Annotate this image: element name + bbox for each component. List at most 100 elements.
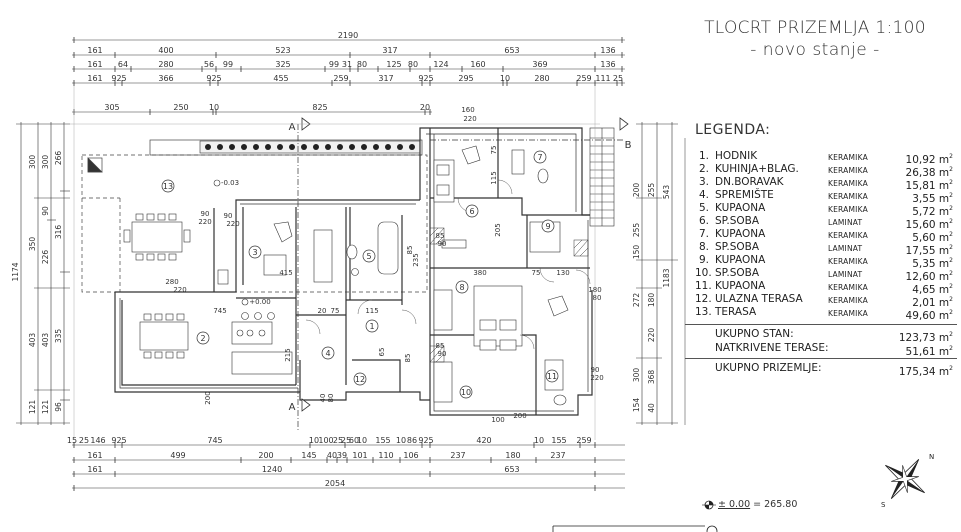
planter-box (199, 140, 421, 154)
svg-text:205: 205 (494, 223, 502, 236)
svg-text:745: 745 (207, 436, 222, 445)
legend-room-name: SP.SOBA (715, 215, 760, 227)
svg-text:10: 10 (357, 436, 367, 445)
svg-text:20: 20 (318, 307, 327, 315)
svg-text:3: 3 (252, 248, 257, 257)
svg-text:220: 220 (590, 374, 603, 382)
legend-room-floor: KERAMIKA (828, 153, 868, 162)
room-marker-9: 9 (541, 219, 555, 233)
svg-text:11: 11 (547, 372, 557, 381)
legend-room-name: SP.SOBA (715, 267, 760, 279)
legend-room-number: 5. (698, 202, 709, 214)
svg-text:85: 85 (436, 342, 445, 350)
legend-room-floor: KERAMIKA (828, 309, 868, 318)
svg-text:280: 280 (165, 278, 178, 286)
svg-text:25: 25 (79, 436, 89, 445)
legend-room-name: KUPAONA (715, 228, 766, 240)
legend-room-area: 49,60 m2 (905, 309, 953, 322)
svg-text:220: 220 (198, 218, 211, 226)
svg-text:124: 124 (433, 60, 448, 69)
room-marker-2: 2 (196, 331, 210, 345)
svg-text:155: 155 (375, 436, 390, 445)
legend-room-number: 12. (695, 293, 712, 305)
svg-text:40: 40 (647, 403, 656, 413)
svg-text:110: 110 (378, 451, 393, 460)
svg-text:255: 255 (632, 223, 641, 238)
svg-text:75: 75 (532, 269, 541, 277)
svg-text:925: 925 (418, 436, 433, 445)
legend-room-area: 15,81 m2 (905, 179, 953, 192)
legend-room-name: SPREMIŠTE (715, 189, 774, 201)
legend-room-area: 4,65 m2 (912, 283, 953, 296)
svg-text:13: 13 (163, 182, 173, 191)
room-marker-11: 11 (545, 369, 559, 383)
legend-room-floor: LAMINAT (828, 270, 863, 279)
legend-room-number: 7. (698, 228, 709, 240)
legend-divider (685, 324, 957, 325)
legend-row: 10.SP.SOBA LAMINAT 12,60 m2 (695, 267, 955, 283)
legend-room-number: 3. (698, 176, 709, 188)
legend-room-number: 10. (695, 267, 712, 279)
legend-room-name: KUHINJA+BLAG. (715, 163, 799, 175)
grand-total-row: UKUPNO PRIZEMLJE:175,34 m2 (715, 362, 957, 378)
svg-text:1174: 1174 (11, 262, 20, 281)
svg-text:300: 300 (632, 368, 641, 383)
legend-room-floor: KERAMIKA (828, 296, 868, 305)
svg-text:200: 200 (513, 412, 526, 420)
building-walls-inner (119, 133, 589, 412)
elevation-absolute: = 265.80 (750, 499, 798, 510)
svg-text:90: 90 (438, 350, 447, 358)
svg-text:523: 523 (275, 46, 290, 55)
svg-text:6: 6 (469, 207, 474, 216)
svg-text:161: 161 (87, 46, 102, 55)
legend-room-number: 13. (695, 306, 712, 318)
svg-text:99: 99 (223, 60, 233, 69)
svg-text:305: 305 (104, 103, 119, 112)
svg-text:106: 106 (403, 451, 418, 460)
svg-text:259: 259 (333, 74, 348, 83)
svg-text:115: 115 (490, 171, 498, 184)
section-a-bottom: A (289, 402, 296, 413)
bedroom-furniture (433, 145, 569, 403)
svg-text:101: 101 (352, 451, 367, 460)
grand-total-label: UKUPNO PRIZEMLJE: (715, 362, 822, 374)
svg-text:121: 121 (28, 400, 37, 415)
living-room-furniture (217, 221, 333, 285)
svg-text:85: 85 (436, 232, 445, 240)
svg-text:925: 925 (418, 74, 433, 83)
svg-text:10: 10 (396, 436, 406, 445)
left-dimension-lines (16, 122, 70, 425)
legend-room-area: 17,55 m2 (905, 244, 953, 257)
svg-text:N: N (929, 453, 934, 461)
svg-text:161: 161 (87, 465, 102, 474)
svg-text:280: 280 (158, 60, 173, 69)
door-swings (305, 179, 591, 350)
svg-text:237: 237 (450, 451, 465, 460)
svg-text:368: 368 (647, 370, 656, 385)
legend-room-area: 12,60 m2 (905, 270, 953, 283)
total-label: UKUPNO STAN: (715, 328, 794, 340)
svg-text:266: 266 (54, 151, 63, 166)
svg-text:85: 85 (404, 354, 412, 363)
svg-text:90: 90 (224, 212, 233, 220)
legend-room-name: ULAZNA TERASA (715, 293, 803, 305)
legend-room-number: 11. (695, 280, 712, 292)
svg-text:25: 25 (333, 436, 343, 445)
svg-text:10: 10 (500, 74, 510, 83)
room-marker-7: 7 (533, 150, 547, 164)
svg-text:325: 325 (275, 60, 290, 69)
svg-text:161: 161 (87, 74, 102, 83)
svg-text:15: 15 (67, 436, 77, 445)
svg-text:99: 99 (329, 60, 339, 69)
legend-room-name: SP.SOBA (715, 241, 760, 253)
svg-text:80: 80 (357, 60, 367, 69)
svg-text:160: 160 (461, 106, 474, 114)
svg-text:180: 180 (505, 451, 520, 460)
